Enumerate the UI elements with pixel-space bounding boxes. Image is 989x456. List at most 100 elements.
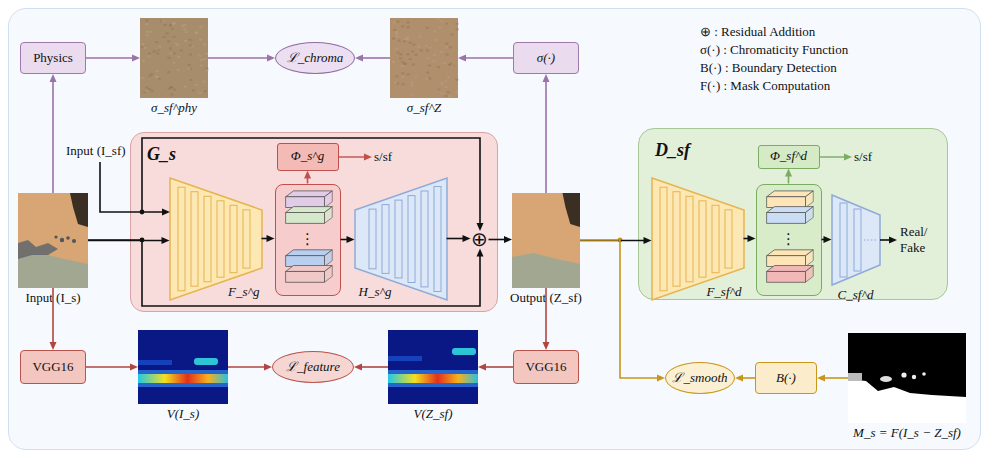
connector — [50, 288, 57, 350]
shape-art-part — [156, 53, 159, 55]
shape-art-part — [138, 330, 228, 404]
function-box: B(·) — [755, 362, 817, 394]
shape-art-part — [440, 51, 443, 53]
shape-art-part — [426, 72, 429, 74]
shape-art-part — [408, 195, 415, 282]
shape-art-part — [148, 88, 151, 90]
shape-art-part — [243, 209, 250, 267]
shape-art-part — [406, 53, 409, 55]
connector — [228, 364, 272, 371]
shape-art-part — [163, 36, 166, 38]
connector — [447, 235, 471, 242]
arrow-head — [355, 55, 363, 62]
shape-art-part — [429, 47, 432, 49]
arrow-head — [132, 55, 140, 62]
shape-art-part — [441, 84, 444, 86]
shape-art-part — [172, 23, 175, 25]
arrow-head — [504, 236, 512, 243]
connector-line — [545, 288, 547, 344]
shape-art-part — [324, 206, 332, 223]
arrow-head — [889, 237, 897, 244]
shape-art-part — [202, 81, 205, 83]
shape-art-part — [156, 70, 159, 72]
connector — [735, 375, 755, 382]
shape-art-part — [145, 20, 148, 22]
shape-art-part — [407, 26, 410, 28]
shape-art-part — [421, 191, 428, 287]
shape-art-part — [805, 265, 813, 282]
connector — [580, 237, 652, 244]
arrow-head — [735, 375, 743, 382]
shape-art-part — [409, 58, 412, 60]
shape-art-part — [141, 46, 144, 48]
shape-art-part — [388, 383, 478, 387]
skip-wire — [142, 138, 480, 223]
shape-art-part — [686, 196, 693, 281]
encoder-shape: F_s^g — [170, 178, 262, 300]
shape-art-part — [155, 41, 158, 43]
shape-art-part — [148, 53, 151, 55]
shape-art — [388, 330, 478, 404]
input-image: Input (I_s) — [18, 193, 88, 288]
shape-art-part — [172, 62, 175, 64]
connector-line — [580, 240, 659, 378]
connector — [50, 74, 57, 193]
shape-art-part — [404, 38, 407, 40]
connector — [458, 55, 513, 62]
arrow-head — [824, 236, 832, 243]
shape-art-part — [444, 80, 447, 82]
shape-art-part — [848, 333, 966, 423]
shape-art-part — [445, 95, 448, 97]
shape-art-part — [192, 89, 195, 91]
encoder-shape: F_sf^d — [652, 178, 744, 300]
shape-art-part — [173, 36, 176, 38]
connector — [88, 237, 170, 244]
shape-art-part — [142, 43, 145, 45]
shape-art-part — [388, 370, 478, 374]
loss-ellipse: ℒ_feature — [272, 351, 354, 383]
shape-art-part — [397, 52, 400, 54]
arrow-head — [304, 171, 311, 179]
output-tag: Real/ Fake — [900, 224, 938, 255]
shape-art-part — [169, 24, 172, 26]
shape-art-part — [440, 92, 443, 94]
connector-line — [341, 239, 349, 241]
junction-dot — [140, 210, 145, 215]
node-text: ⋮ — [276, 185, 340, 295]
shape-art-part — [434, 39, 437, 41]
shape-art-part — [766, 196, 805, 207]
shape-art-part — [149, 31, 152, 33]
shape-art-part — [699, 200, 706, 276]
shape-art-part — [138, 360, 172, 365]
shape-art-part — [54, 235, 57, 238]
vgg-box: VGG16 — [20, 350, 86, 384]
arrow-head — [354, 364, 362, 371]
shape-art-part — [438, 26, 441, 28]
shape-art-part — [169, 47, 172, 49]
shape-art-part — [195, 32, 198, 34]
shape-art-part — [414, 54, 417, 56]
node-text: M_s = F(I_s − Z_sf) — [853, 426, 961, 441]
shape-art-part — [725, 209, 732, 267]
node-text: F_sf^d — [706, 285, 741, 300]
shape-art-part — [456, 23, 459, 25]
shape-art-part — [167, 40, 170, 42]
shape-art-part — [178, 187, 185, 291]
connector — [744, 235, 756, 242]
shape-art-part — [369, 209, 376, 269]
shape-art-part — [394, 82, 397, 84]
feature-stack: ⋮ — [756, 184, 822, 296]
shape-art-part — [158, 46, 161, 48]
connector-line — [88, 240, 480, 306]
shape-art-part — [766, 255, 805, 266]
shape-art-part — [189, 39, 192, 41]
shape-art-part — [187, 68, 190, 70]
shape-art-part — [392, 37, 395, 39]
shape-art-part — [18, 193, 88, 288]
connector — [355, 55, 390, 62]
connector-line — [489, 239, 507, 241]
shape-art-part — [901, 372, 906, 377]
shape-art-part — [382, 204, 389, 273]
arrow-head — [543, 342, 550, 350]
